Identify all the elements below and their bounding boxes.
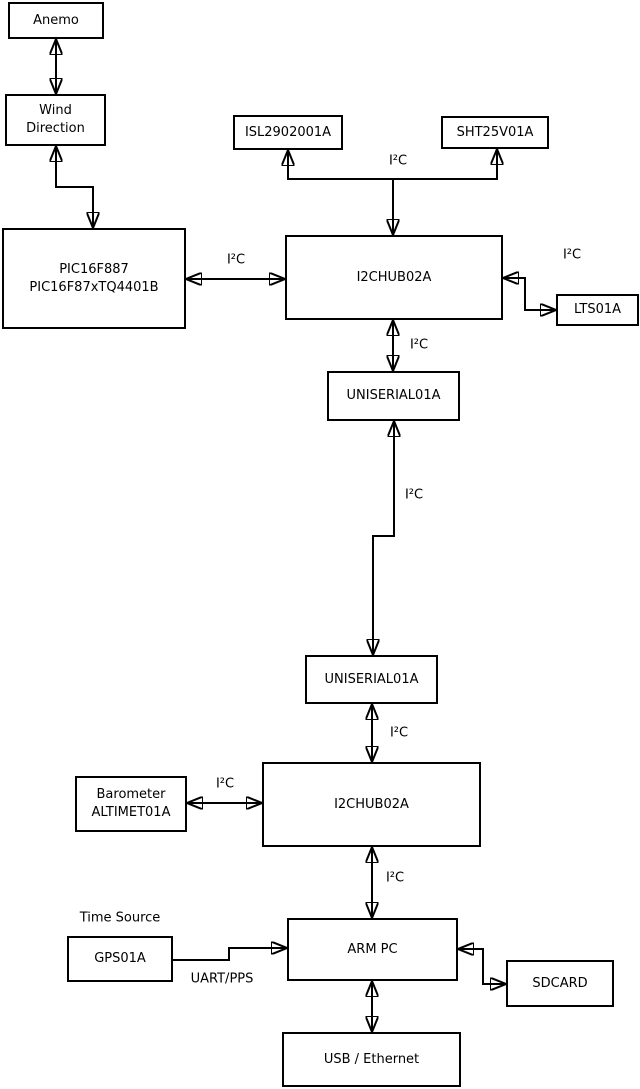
node-uniserial01a-bottom: UNISERIAL01A — [305, 655, 438, 704]
label-time-source: Time Source — [79, 910, 161, 926]
node-sdcard: SDCARD — [506, 960, 614, 1007]
label-i2c-bus-top: I²C — [388, 153, 408, 169]
node-usb-ethernet: USB / Ethernet — [282, 1032, 461, 1087]
label-i2c-barometer-hub2: I²C — [215, 776, 235, 792]
label-i2c-uniserial-hub2: I²C — [389, 725, 409, 741]
label-i2c-hub2-arm: I²C — [385, 870, 405, 886]
edge-hub1-lts — [503, 278, 556, 310]
label-i2c-hub-lts: I²C — [562, 247, 582, 263]
node-barometer-altimet01a: Barometer ALTIMET01A — [75, 776, 187, 832]
node-isl2902001a: ISL2902001A — [233, 115, 343, 150]
node-gps01a: GPS01A — [67, 936, 173, 982]
node-uniserial01a-top: UNISERIAL01A — [327, 371, 460, 421]
edge-uniserial1-uniserial2 — [373, 421, 394, 655]
node-i2chub02a-bottom: I2CHUB02A — [262, 762, 481, 847]
node-arm-pc: ARM PC — [287, 918, 458, 981]
node-wind-direction: Wind Direction — [5, 94, 106, 146]
label-i2c-uniserial-link: I²C — [404, 487, 424, 503]
node-i2chub02a-top: I2CHUB02A — [285, 235, 503, 320]
node-anemo: Anemo — [8, 2, 104, 39]
label-i2c-hub-uniserial: I²C — [409, 337, 429, 353]
edge-gps-arm — [173, 948, 287, 961]
node-lts01a: LTS01A — [556, 294, 639, 326]
node-sht25v01a: SHT25V01A — [441, 116, 549, 149]
node-pic16f887: PIC16F887 PIC16F87xTQ4401B — [2, 228, 186, 329]
label-uart-pps: UART/PPS — [190, 971, 254, 987]
edge-arm-sdcard — [458, 949, 506, 984]
label-i2c-pic-hub: I²C — [226, 252, 246, 268]
edge-wind-pic — [56, 146, 93, 228]
